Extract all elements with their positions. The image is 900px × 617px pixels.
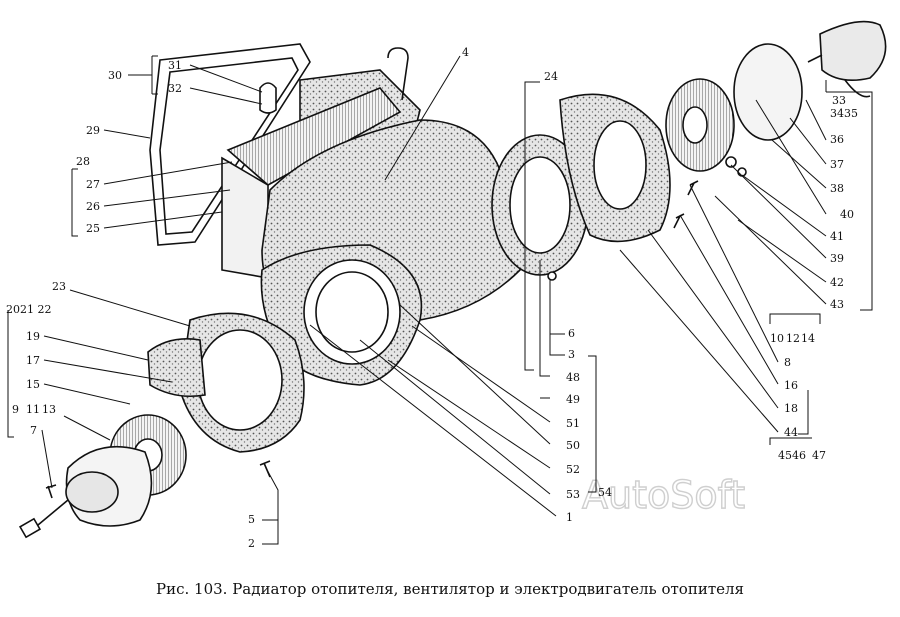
callout-24: 24 xyxy=(544,70,558,83)
nut-part xyxy=(725,156,737,168)
watermark-text: AutoSoft xyxy=(582,473,745,517)
callout-18: 18 xyxy=(784,402,798,415)
callout-33: 33 xyxy=(832,94,846,107)
callout-25: 25 xyxy=(86,222,100,235)
callout-34-35: 3435 xyxy=(830,107,858,120)
callout-2: 2 xyxy=(248,537,255,550)
right-flange-opening xyxy=(593,120,647,210)
callout-48: 48 xyxy=(566,371,580,384)
right-motor-shaft xyxy=(807,54,823,63)
callout-20-22: 2021 22 xyxy=(6,303,52,316)
callout-53: 53 xyxy=(566,488,580,501)
callout-43: 43 xyxy=(830,298,844,311)
callout-36: 36 xyxy=(830,133,844,146)
radiator-core xyxy=(226,87,402,186)
washer-part xyxy=(737,167,747,177)
callout-41: 41 xyxy=(830,230,844,243)
callout-5: 5 xyxy=(248,513,255,526)
callout-37: 37 xyxy=(830,158,844,171)
callout-15: 15 xyxy=(26,378,40,391)
callout-3: 3 xyxy=(568,348,575,361)
callout-1: 1 xyxy=(566,511,573,524)
callout-7: 7 xyxy=(30,424,37,437)
callout-23: 23 xyxy=(52,280,66,293)
callout-6: 6 xyxy=(568,327,575,340)
left-electric-motor xyxy=(65,471,119,513)
callout-29: 29 xyxy=(86,124,100,137)
callout-12: 12 xyxy=(786,332,800,345)
callout-11: 11 xyxy=(26,403,40,416)
right-motor-wire xyxy=(844,79,871,98)
callout-31: 31 xyxy=(168,59,182,72)
callout-38: 38 xyxy=(830,182,844,195)
callout-39: 39 xyxy=(830,252,844,265)
callout-16: 16 xyxy=(784,379,798,392)
callout-49: 49 xyxy=(566,393,580,406)
housing-opening-ring xyxy=(315,271,389,353)
callout-10: 10 xyxy=(770,332,784,345)
callout-50: 50 xyxy=(566,439,580,452)
left-motor-wire xyxy=(37,499,69,526)
callout-44: 44 xyxy=(784,426,798,439)
callout-9: 9 xyxy=(12,403,19,416)
callout-4: 4 xyxy=(462,46,469,59)
callout-45-46: 4546 xyxy=(778,449,806,462)
callout-13: 13 xyxy=(42,403,56,416)
callout-40: 40 xyxy=(840,208,854,221)
housing-opening xyxy=(303,259,401,365)
callout-26: 26 xyxy=(86,200,100,213)
callout-28: 28 xyxy=(76,155,90,168)
callout-labels: 30 31 32 29 28 27 26 25 4 24 23 2021 22 … xyxy=(6,46,858,550)
callout-54: 54 xyxy=(598,486,612,499)
right-impeller-hub xyxy=(682,106,708,144)
callout-14: 14 xyxy=(801,332,815,345)
left-screw xyxy=(45,484,57,499)
radiator-pipe xyxy=(387,47,409,101)
callout-19: 19 xyxy=(26,330,40,343)
screw-part xyxy=(687,180,699,196)
right-electric-motor xyxy=(819,20,887,81)
radiator-gasket-inner xyxy=(159,57,299,235)
figure-caption: Рис. 103. Радиатор отопителя, вентилятор… xyxy=(156,580,744,598)
bottom-screw xyxy=(259,460,271,478)
clip-part xyxy=(259,82,277,114)
collar-ring-inner xyxy=(509,156,571,254)
callout-52: 52 xyxy=(566,463,580,476)
callout-47: 47 xyxy=(812,449,826,462)
bolt-part xyxy=(547,271,557,281)
callout-8: 8 xyxy=(784,356,791,369)
left-flange-opening xyxy=(197,329,283,431)
callout-32: 32 xyxy=(168,82,182,95)
callout-51: 51 xyxy=(566,417,580,430)
screw-part-2 xyxy=(673,213,685,229)
left-duct-tube xyxy=(147,338,206,398)
callout-17: 17 xyxy=(26,354,40,367)
right-motor-plate xyxy=(733,43,803,141)
radiator-gasket xyxy=(149,43,311,246)
callout-30: 30 xyxy=(108,69,122,82)
left-motor-connector xyxy=(18,517,42,539)
callout-42: 42 xyxy=(830,276,844,289)
leader-lines xyxy=(7,55,873,545)
callout-27: 27 xyxy=(86,178,100,191)
